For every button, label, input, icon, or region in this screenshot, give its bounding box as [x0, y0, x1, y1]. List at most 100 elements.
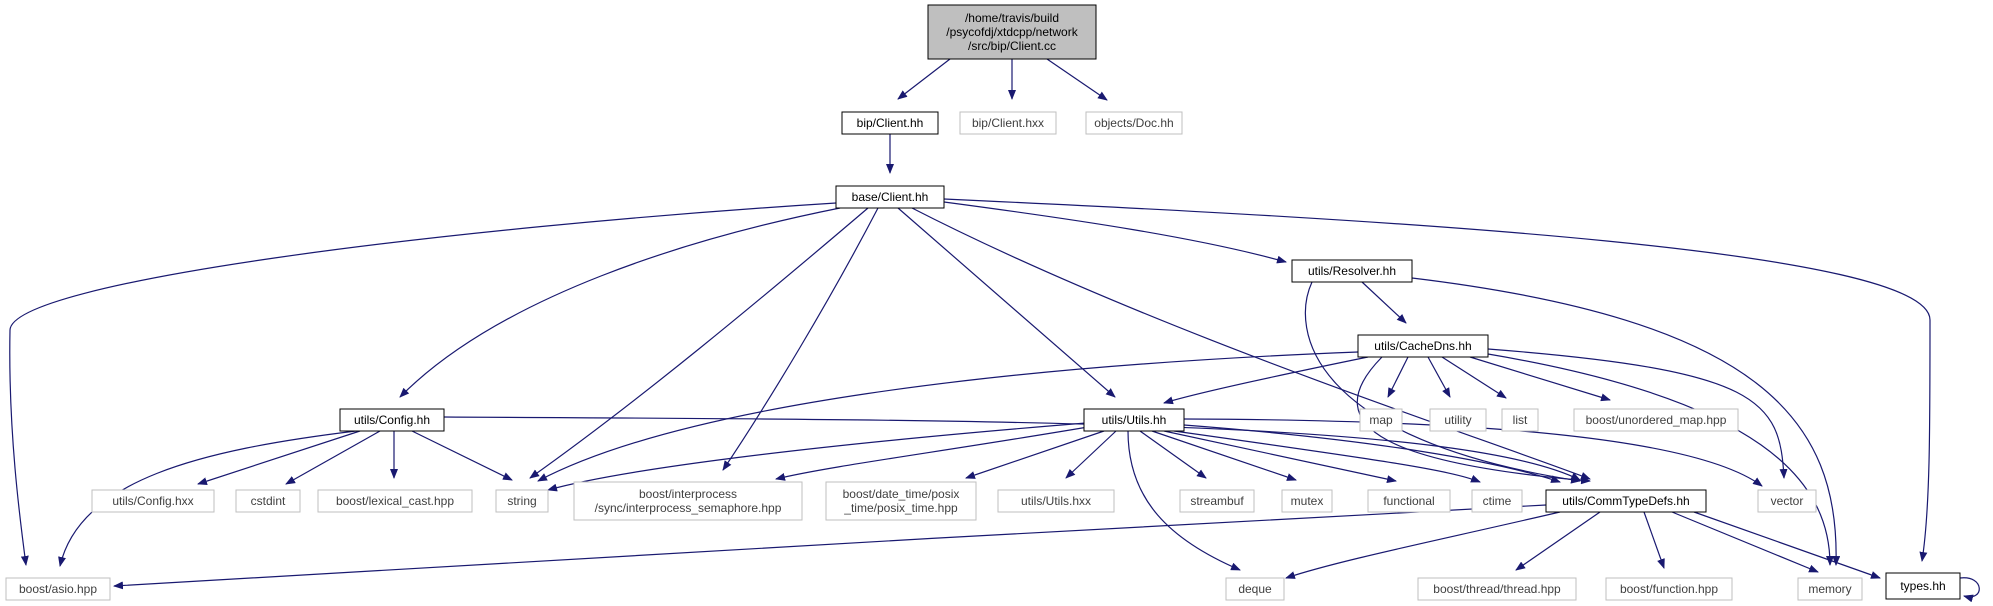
- node-box: [339, 408, 445, 432]
- node-utils-cachedns-hh[interactable]: utils/CacheDns.hh: [1357, 334, 1489, 358]
- edge-utils-utils-hh-to-streambuf: [1139, 430, 1207, 479]
- node-utils-utils-hxx: utils/Utils.hxx: [997, 489, 1115, 513]
- node-label: types.hh: [1900, 579, 1945, 593]
- node-label: vector: [1771, 494, 1804, 508]
- node-utils-resolver-hh[interactable]: utils/Resolver.hh: [1291, 259, 1413, 283]
- node-ctime: ctime: [1471, 489, 1523, 513]
- node-label: /sync/interprocess_semaphore.hpp: [595, 501, 782, 515]
- edge-utils-config-hh-to-cstdint: [285, 430, 381, 485]
- node-label: string: [507, 494, 536, 508]
- node-box: [1501, 408, 1539, 432]
- node-types-hh[interactable]: types.hh: [1885, 572, 1961, 600]
- node-label: /psycofdj/xtdcpp/network: [946, 25, 1078, 39]
- node-label: utils/Utils.hxx: [1021, 494, 1091, 508]
- node-box: [91, 489, 215, 513]
- node-box: [1797, 577, 1863, 601]
- node-box: [1281, 489, 1333, 513]
- node-objects-doc-hh: objects/Doc.hh: [1085, 111, 1183, 135]
- node-label: utils/CommTypeDefs.hh: [1562, 494, 1689, 508]
- node-boost-asio: boost/asio.hpp: [5, 577, 111, 601]
- node-memory: memory: [1797, 577, 1863, 601]
- node-box: [835, 185, 945, 209]
- node-string: string: [495, 489, 549, 513]
- edge-utils-resolver-hh-to-utils-commtypedefs-hh: [1304, 281, 1581, 484]
- node-box: [1417, 577, 1577, 601]
- node-label: boost/lexical_cast.hpp: [336, 494, 454, 508]
- node-deque: deque: [1225, 577, 1285, 601]
- node-label: boost/thread/thread.hpp: [1433, 582, 1561, 596]
- node-box: [1357, 334, 1489, 358]
- node-label: objects/Doc.hh: [1094, 116, 1173, 130]
- node-box: [1291, 259, 1413, 283]
- edge-utils-commtypedefs-hh-to-deque: [1285, 511, 1561, 579]
- node-base-client-hh[interactable]: base/Client.hh: [835, 185, 945, 209]
- edge-utils-utils-hh-to-vector: [1183, 418, 1763, 487]
- edges-layer: [9, 58, 1980, 603]
- node-box: [959, 111, 1057, 135]
- node-box: [1545, 489, 1707, 513]
- edge-client-cc-to-bip-client-hh: [897, 58, 951, 100]
- node-label: ctime: [1483, 494, 1512, 508]
- node-utils-commtypedefs-hh[interactable]: utils/CommTypeDefs.hh: [1545, 489, 1707, 513]
- node-bip-client-hh[interactable]: bip/Client.hh: [841, 111, 939, 135]
- node-functional: functional: [1367, 489, 1451, 513]
- node-label: memory: [1808, 582, 1851, 596]
- edge-base-client-hh-to-boost-interprocess: [722, 207, 879, 471]
- node-list: list: [1501, 408, 1539, 432]
- node-label: streambuf: [1190, 494, 1244, 508]
- edge-utils-config-hh-to-string: [411, 430, 513, 481]
- node-utils-config-hh[interactable]: utils/Config.hh: [339, 408, 445, 432]
- node-label: mutex: [1291, 494, 1324, 508]
- edge-base-client-hh-to-utils-commtypedefs-hh: [911, 207, 1591, 480]
- node-box: [1085, 111, 1183, 135]
- node-label: boost/unordered_map.hpp: [1586, 413, 1727, 427]
- edge-utils-cachedns-hh-to-utils-utils-hh: [1163, 356, 1369, 405]
- edge-client-cc-to-objects-doc-hh: [1046, 58, 1108, 101]
- node-boost-lexical-cast: boost/lexical_cast.hpp: [317, 489, 473, 513]
- edge-utils-utils-hh-to-mutex: [1151, 430, 1297, 481]
- node-box: [1179, 489, 1255, 513]
- node-boost-thread: boost/thread/thread.hpp: [1417, 577, 1577, 601]
- edge-utils-config-hh-to-utils-config-hxx: [197, 430, 361, 486]
- edge-utils-config-hh-to-utils-commtypedefs-hh: [443, 416, 1581, 481]
- node-label: boost/asio.hpp: [19, 582, 97, 596]
- edge-utils-commtypedefs-hh-to-types-hh: [1693, 511, 1881, 579]
- node-box: [825, 481, 977, 521]
- node-label: list: [1513, 413, 1528, 427]
- node-utils-utils-hh[interactable]: utils/Utils.hh: [1083, 408, 1185, 432]
- node-client-cc[interactable]: /home/travis/build/psycofdj/xtdcpp/netwo…: [927, 4, 1097, 60]
- node-label: map: [1369, 413, 1393, 427]
- node-box: [1367, 489, 1451, 513]
- node-label: boost/date_time/posix: [843, 487, 960, 501]
- node-box: [997, 489, 1115, 513]
- edge-utils-commtypedefs-hh-to-boost-thread: [1515, 511, 1601, 571]
- node-label: boost/function.hpp: [1620, 582, 1718, 596]
- edge-utils-utils-hh-to-boost-interprocess: [775, 426, 1089, 481]
- node-box: [927, 4, 1097, 60]
- edge-utils-utils-hh-to-boost-date-time: [965, 430, 1105, 479]
- node-box: [1757, 489, 1817, 513]
- node-boost-function: boost/function.hpp: [1605, 577, 1733, 601]
- node-label: cstdint: [251, 494, 286, 508]
- edge-utils-commtypedefs-hh-to-boost-function: [1643, 511, 1665, 569]
- edge-utils-resolver-hh-to-utils-cachedns-hh: [1361, 281, 1407, 324]
- edge-base-client-hh-to-types-hh: [943, 198, 1931, 562]
- node-label: bip/Client.hh: [857, 116, 924, 130]
- node-label: boost/interprocess: [639, 487, 737, 501]
- node-label: deque: [1238, 582, 1272, 596]
- edge-utils-utils-hh-to-utils-commtypedefs-hh: [1183, 424, 1561, 483]
- edge-types-hh-to-types-hh: [1959, 577, 1980, 603]
- node-box: [317, 489, 473, 513]
- node-bip-client-hxx: bip/Client.hxx: [959, 111, 1057, 135]
- node-box: [1471, 489, 1523, 513]
- node-label: utils/Config.hxx: [112, 494, 193, 508]
- edge-base-client-hh-to-string: [529, 207, 869, 479]
- edge-utils-utils-hh-to-deque: [1127, 430, 1241, 571]
- node-label: /home/travis/build: [965, 11, 1059, 25]
- edge-base-client-hh-to-utils-utils-hh: [897, 207, 1116, 398]
- edge-utils-cachedns-hh-to-string: [537, 351, 1359, 482]
- node-streambuf: streambuf: [1179, 489, 1255, 513]
- edge-utils-cachedns-hh-to-memory: [1487, 353, 1834, 566]
- node-label: functional: [1383, 494, 1434, 508]
